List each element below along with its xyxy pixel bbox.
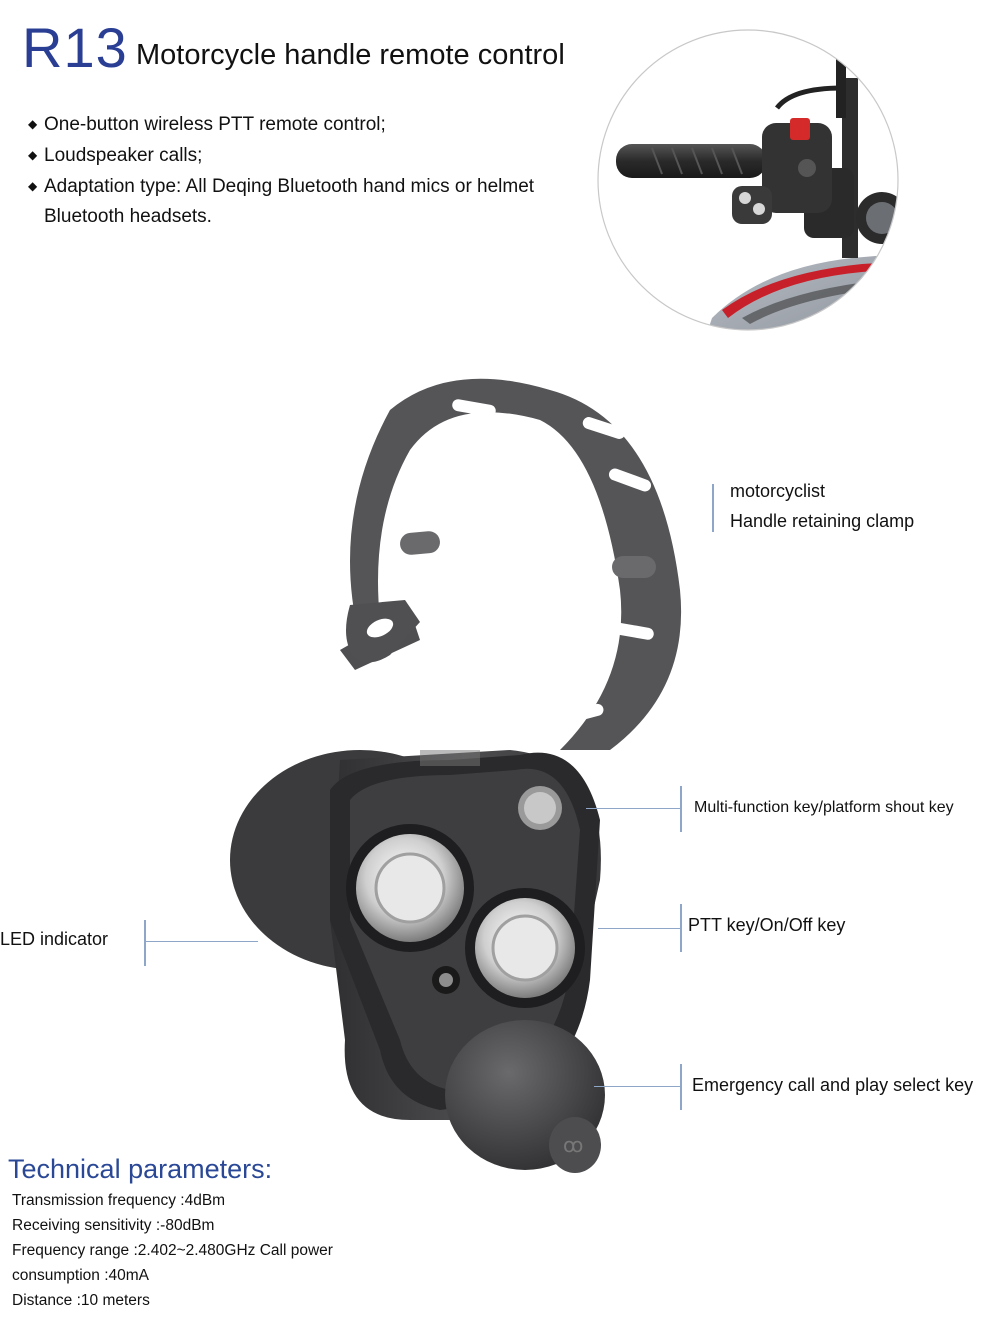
tech-param-line: consumption :40mA [12,1267,149,1284]
feature-text: Adaptation type: All Deqing Bluetooth ha… [44,176,535,197]
emergency-leader-tick [680,1064,682,1110]
led-indicator-label: LED indicator [0,929,109,949]
feature-item: ◆ Adaptation type: All Deqing Bluetooth h… [28,176,534,199]
tech-params-heading: Technical parameters: [8,1154,273,1184]
emergency-key-label: Emergency call and play select key [692,1075,974,1095]
remote-control-product-image: ꝏ [230,378,682,1173]
feature-text: Loudspeaker calls; [44,145,203,166]
ptt-leader-tick [680,904,682,952]
tech-param-line: Distance :10 meters [12,1292,150,1309]
handlebar-inset-photo [597,29,899,331]
tech-param-line: Receiving sensitivity :-80dBm [12,1217,215,1234]
feature-text: One-button wireless PTT remote control; [44,114,386,135]
model-name: R13 [22,16,128,79]
clamp-leader-tick [712,484,714,532]
multifunction-key-label: Multi-function key/platform shout key [694,799,954,816]
diamond-bullet-icon: ◆ [28,179,38,193]
tech-param-line: Transmission frequency :4dBm [12,1192,226,1209]
diamond-bullet-icon: ◆ [28,117,38,131]
feature-item: ◆ One-button wireless PTT remote control; [28,114,386,137]
emergency-leader-line [594,1086,680,1087]
multifunction-leader-tick [680,786,682,832]
feature-text-continuation: Bluetooth headsets. [44,206,212,227]
tech-param-line: Frequency range :2.402~2.480GHz Call pow… [12,1242,333,1259]
led-leader-tick [144,920,146,966]
clamp-label-line2: Handle retaining clamp [730,511,915,531]
svg-text:ꝏ: ꝏ [563,1133,583,1157]
multifunction-leader-line [586,808,680,809]
diamond-bullet-icon: ◆ [28,148,38,162]
ptt-leader-line [598,928,680,929]
page-title: Motorcycle handle remote control [136,39,565,71]
led-leader-line [146,941,258,942]
clamp-label-line1: motorcyclist [730,481,826,501]
ptt-key-label: PTT key/On/Off key [688,915,846,935]
feature-item: ◆ Loudspeaker calls; [28,145,202,168]
